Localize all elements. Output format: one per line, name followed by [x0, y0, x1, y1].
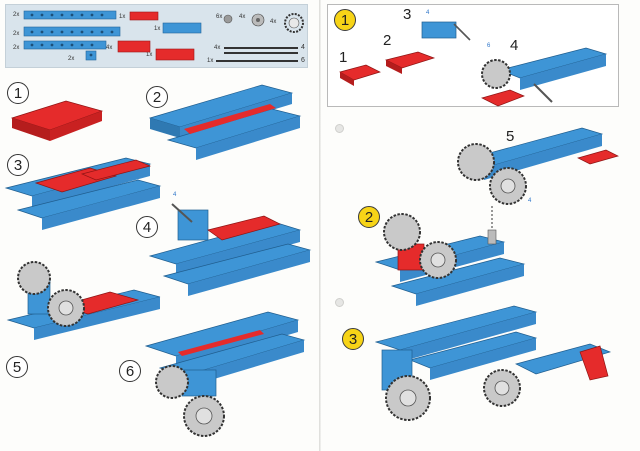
substep-number-5: 5 — [506, 128, 515, 145]
main-step-2-assembly — [374, 213, 526, 306]
substep-3-brick — [421, 21, 471, 41]
qty-label: 2x — [13, 12, 20, 18]
substep-number-2: 2 — [383, 32, 392, 49]
parts-illustration — [23, 10, 304, 62]
step-number-2: 2 — [146, 86, 168, 108]
badge-step-3: 3 — [342, 328, 364, 350]
callout-rod-length: 4 — [426, 10, 430, 16]
qty-label: 2x — [13, 45, 20, 51]
qty-label: 1x — [146, 52, 153, 58]
step-number-1: 1 — [7, 82, 29, 104]
rod-length-label: 6 — [301, 57, 305, 64]
callout-rod-length: 4 — [528, 198, 532, 204]
main-step-1-assembly — [457, 127, 619, 228]
badge-step-2: 2 — [358, 206, 380, 228]
substep-1-plate — [339, 64, 381, 86]
qty-label: 4x — [214, 45, 221, 51]
step-5-assembly — [6, 261, 161, 340]
substep-number-4: 4 — [510, 37, 519, 54]
step-number-4: 4 — [136, 216, 158, 238]
step-4-assembly — [148, 203, 312, 296]
step-number-3: 3 — [7, 154, 29, 176]
callout-rod-length: 4 — [173, 192, 177, 198]
substep-4-assembly — [481, 47, 608, 107]
step-1-assembly — [10, 100, 104, 141]
page-fold — [319, 0, 321, 451]
punch-hole — [335, 124, 344, 133]
step-2-assembly — [148, 84, 302, 160]
punch-hole — [335, 298, 344, 307]
step-3-assembly — [4, 157, 162, 230]
substep-2-plate — [384, 51, 436, 74]
right-steps-illustration — [339, 21, 619, 421]
qty-label: 6x — [216, 14, 223, 20]
step-number-5: 5 — [6, 356, 28, 378]
callout-rod-length: 6 — [487, 43, 491, 49]
substep-number-1: 1 — [339, 49, 348, 66]
qty-label: 4x — [270, 19, 277, 25]
qty-label: 2x — [13, 31, 20, 37]
step-6-assembly — [144, 311, 306, 437]
qty-label: 1x — [207, 58, 214, 64]
qty-label: 4x — [106, 45, 113, 51]
main-step-3-assembly — [374, 305, 612, 421]
left-steps-illustration — [4, 84, 312, 437]
rod-length-label: 4 — [301, 44, 305, 51]
qty-label: 1x — [119, 14, 126, 20]
qty-label: 2x — [68, 56, 75, 62]
qty-label: 1x — [154, 26, 161, 32]
substep-number-3: 3 — [403, 6, 412, 23]
badge-step-1: 1 — [334, 9, 356, 31]
qty-label: 4x — [239, 14, 246, 20]
parts-list: 2x 2x 2x 2x 1x 1x 4x 1x 6x 4x 4x 1x 4x 4… — [5, 4, 308, 68]
step-number-6: 6 — [119, 360, 141, 382]
